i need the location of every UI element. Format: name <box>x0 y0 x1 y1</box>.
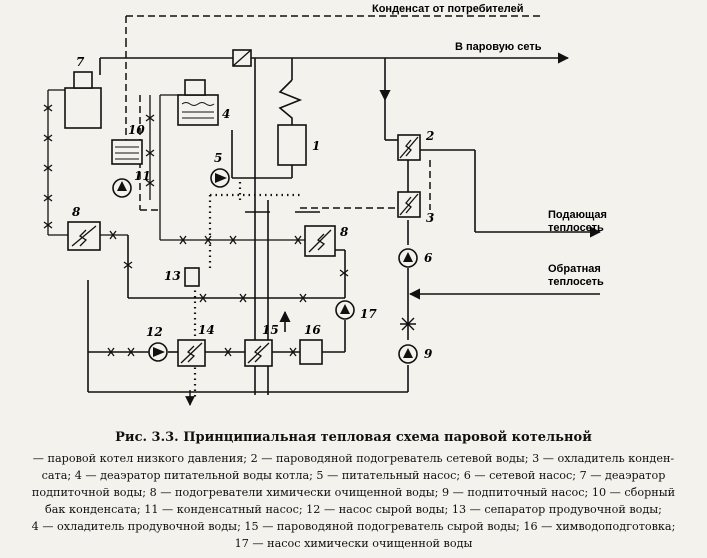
label-1: 1 <box>312 139 320 153</box>
label-10: 10 <box>128 123 145 137</box>
to-steam-network-label: В паровую сеть <box>455 41 542 53</box>
supply-heat-network-label-1: Подающая <box>548 209 607 221</box>
legend-line-1: — паровой котел низкого давления; 2 — па… <box>32 452 675 465</box>
check-valve <box>400 317 416 331</box>
label-11: 11 <box>134 169 151 183</box>
label-13: 13 <box>164 269 181 283</box>
deaerator-4-column <box>184 79 206 96</box>
label-8a: 8 <box>72 205 81 219</box>
label-7: 7 <box>76 55 85 69</box>
figure-title: Рис. 3.3. Принципиальная тепловая схема … <box>115 430 592 445</box>
exchanger-coils <box>71 49 419 364</box>
equipment-numbers: 1 2 3 4 5 6 7 8 8 9 10 11 12 13 14 15 16… <box>72 55 434 361</box>
water-level <box>115 102 215 160</box>
cross-marks <box>43 104 349 357</box>
legend-line-5: 4 — охладитель продувочной воды; 15 — па… <box>31 520 676 533</box>
water-treatment-16 <box>299 339 323 365</box>
label-3: 3 <box>426 211 434 225</box>
legend-line-6: 17 — насос химически очищенной воды <box>234 537 473 550</box>
blowdown-separator-13 <box>184 267 200 287</box>
thermal-scheme-diagram: Конденсат от потребителей В паровую сеть… <box>43 3 607 406</box>
label-2: 2 <box>425 129 434 143</box>
pump-symbols <box>117 173 413 358</box>
label-9: 9 <box>424 347 433 361</box>
label-8b: 8 <box>340 225 349 239</box>
label-16: 16 <box>304 323 321 337</box>
blowdown-lines <box>193 180 300 400</box>
label-6: 6 <box>424 251 433 265</box>
label-4: 4 <box>222 107 230 121</box>
flow-labels: Конденсат от потребителей В паровую сеть… <box>372 3 607 288</box>
deaerator-7-column <box>73 71 93 89</box>
boiler-1 <box>277 124 307 166</box>
return-heat-network-label-1: Обратная <box>548 263 601 275</box>
return-heat-network-label-2: теплосеть <box>548 276 604 288</box>
label-5: 5 <box>214 151 222 165</box>
legend-line-4: бак конденсата; 11 — конденсатный насос;… <box>45 503 662 516</box>
deaerator-4 <box>177 94 219 126</box>
label-15: 15 <box>262 323 279 337</box>
label-17: 17 <box>360 307 377 321</box>
legend-line-2: сата; 4 — деаэратор питательной воды кот… <box>41 469 666 482</box>
supply-heat-network-label-2: теплосеть <box>548 222 604 234</box>
condensate-from-consumers-label: Конденсат от потребителей <box>372 3 523 15</box>
label-12: 12 <box>146 325 163 339</box>
legend-line-3: подпиточной воды; 8 — подогреватели хими… <box>31 486 676 499</box>
steam-pipelines <box>87 52 602 395</box>
condensate-tank-10 <box>111 139 143 165</box>
deaerator-7 <box>64 87 102 129</box>
label-14: 14 <box>198 323 215 337</box>
